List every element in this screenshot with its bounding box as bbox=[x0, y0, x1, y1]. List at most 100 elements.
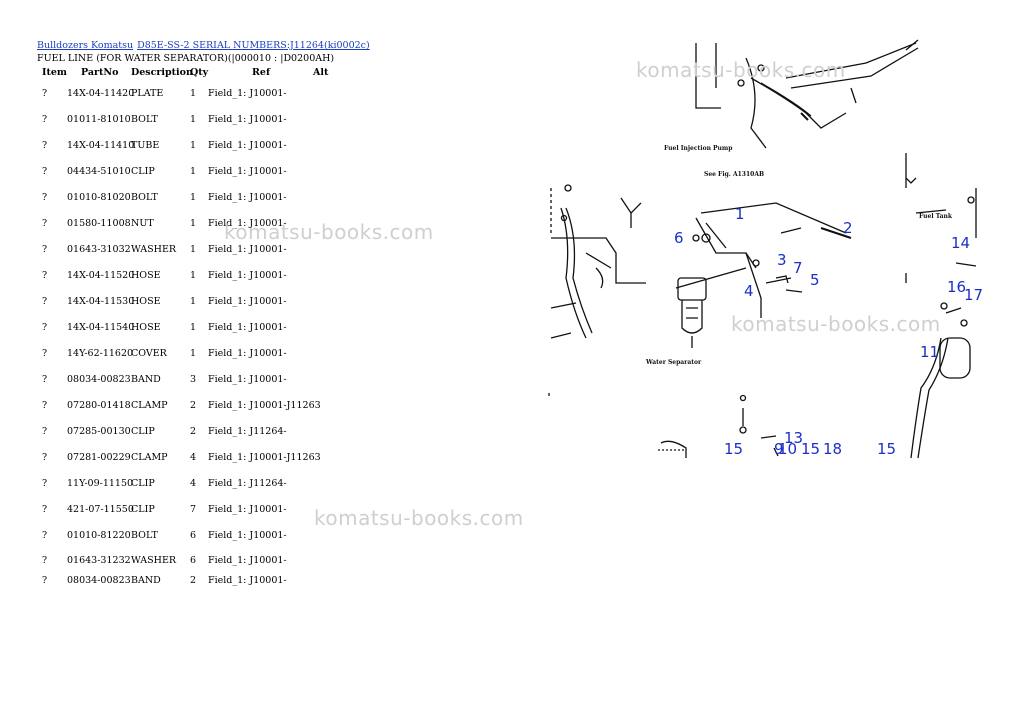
cell-ref: Field_1: J11264- bbox=[208, 426, 287, 437]
breadcrumb-link-model[interactable]: D85E-SS-2 SERIAL NUMBERS:J11264(ki0002c) bbox=[137, 40, 370, 51]
cell-qty: 4 bbox=[190, 452, 197, 463]
cell-description: BOLT bbox=[131, 192, 158, 203]
cell-partno: 01643-31232 bbox=[67, 555, 131, 566]
cell-description: TUBE bbox=[131, 140, 160, 151]
cell-qty: 3 bbox=[190, 374, 197, 385]
cell-description: CLIP bbox=[131, 504, 155, 515]
cell-description: CLAMP bbox=[131, 452, 168, 463]
callout-9: 9 bbox=[774, 440, 784, 458]
cell-qty: 4 bbox=[190, 478, 197, 489]
cell-ref: Field_1: J10001- bbox=[208, 114, 287, 125]
callout-14: 14 bbox=[951, 234, 970, 252]
cell-partno: 07281-00229 bbox=[67, 452, 131, 463]
cell-ref: Field_1: J10001- bbox=[208, 140, 287, 151]
cell-partno: 421-07-11550 bbox=[67, 504, 134, 515]
cell-description: CLAMP bbox=[131, 400, 168, 411]
cell-ref: Field_1: J10001- bbox=[208, 555, 287, 566]
caption-fuel-injection-pump: Fuel Injection Pump bbox=[664, 145, 732, 152]
cell-qty: 1 bbox=[190, 192, 197, 203]
callout-1: 1 bbox=[735, 205, 745, 223]
callout-18: 18 bbox=[823, 440, 842, 458]
cell-ref: Field_1: J10001- bbox=[208, 322, 287, 333]
breadcrumb-link-bulldozers[interactable]: Bulldozers Komatsu bbox=[37, 40, 134, 51]
cell-item: ? bbox=[42, 296, 48, 307]
header-item: Item bbox=[42, 67, 67, 78]
cell-ref: Field_1: J10001- bbox=[208, 296, 287, 307]
callout-15: 15 bbox=[724, 440, 743, 458]
watermark: komatsu-books.com bbox=[636, 58, 846, 82]
cell-item: ? bbox=[42, 244, 48, 255]
cell-description: CLIP bbox=[131, 478, 155, 489]
diagram-linework bbox=[548, 39, 977, 459]
cell-item: ? bbox=[42, 452, 48, 463]
cell-item: ? bbox=[42, 88, 48, 99]
cell-item: ? bbox=[42, 504, 48, 515]
cell-qty: 6 bbox=[190, 530, 197, 541]
cell-description: HOSE bbox=[131, 296, 161, 307]
cell-description: BOLT bbox=[131, 114, 158, 125]
cell-qty: 1 bbox=[190, 270, 197, 281]
cell-qty: 1 bbox=[190, 218, 197, 229]
cell-description: HOSE bbox=[131, 322, 161, 333]
cell-partno: 14X-04-11520 bbox=[67, 270, 135, 281]
cell-ref: Field_1: J10001- bbox=[208, 270, 287, 281]
cell-item: ? bbox=[42, 555, 48, 566]
cell-partno: 01010-81220 bbox=[67, 530, 131, 541]
cell-ref: Field_1: J10001- bbox=[208, 348, 287, 359]
cell-description: PLATE bbox=[131, 88, 164, 99]
cell-qty: 1 bbox=[190, 296, 197, 307]
cell-description: CLIP bbox=[131, 426, 155, 437]
parts-diagram: Fuel Injection Pump See Fig. A1310AB Wat… bbox=[548, 39, 983, 459]
cell-ref: Field_1: J10001- bbox=[208, 166, 287, 177]
cell-item: ? bbox=[42, 575, 48, 586]
cell-ref: Field_1: J10001- bbox=[208, 575, 287, 586]
callout-15b: 15 bbox=[877, 440, 896, 458]
cell-description: BAND bbox=[131, 575, 161, 586]
header-ref: Ref bbox=[252, 67, 271, 78]
page-title: FUEL LINE (FOR WATER SEPARATOR)(|000010 … bbox=[37, 53, 335, 64]
cell-partno: 14X-04-11410 bbox=[67, 140, 135, 151]
cell-item: ? bbox=[42, 114, 48, 125]
cell-qty: 6 bbox=[190, 555, 197, 566]
header-alt: Alt bbox=[313, 67, 329, 78]
cell-ref: Field_1: J10001-J11263 bbox=[208, 452, 321, 463]
cell-item: ? bbox=[42, 374, 48, 385]
cell-item: ? bbox=[42, 478, 48, 489]
cell-partno: 14X-04-11530 bbox=[67, 296, 135, 307]
callout-2: 2 bbox=[843, 219, 853, 237]
cell-partno: 14Y-62-11620 bbox=[67, 348, 134, 359]
cell-item: ? bbox=[42, 322, 48, 333]
cell-description: COVER bbox=[131, 348, 167, 359]
cell-qty: 1 bbox=[190, 114, 197, 125]
watermark: komatsu-books.com bbox=[314, 506, 524, 530]
header-description: Description bbox=[131, 67, 193, 78]
cell-ref: Field_1: J10001- bbox=[208, 88, 287, 99]
cell-partno: 08034-00823 bbox=[67, 575, 131, 586]
caption-fuel-tank: Fuel Tank bbox=[919, 213, 953, 220]
cell-partno: 01011-81010 bbox=[67, 114, 131, 125]
caption-see-fig: See Fig. A1310AB bbox=[704, 171, 764, 178]
cell-ref: Field_1: J10001-J11263 bbox=[208, 400, 321, 411]
cell-qty: 1 bbox=[190, 348, 197, 359]
cell-item: ? bbox=[42, 218, 48, 229]
cell-ref: Field_1: J10001- bbox=[208, 244, 287, 255]
cell-item: ? bbox=[42, 426, 48, 437]
callout-7: 7 bbox=[793, 259, 803, 277]
cell-description: BAND bbox=[131, 374, 161, 385]
cell-partno: 11Y-09-11150 bbox=[67, 478, 134, 489]
cell-partno: 08034-00823 bbox=[67, 374, 131, 385]
